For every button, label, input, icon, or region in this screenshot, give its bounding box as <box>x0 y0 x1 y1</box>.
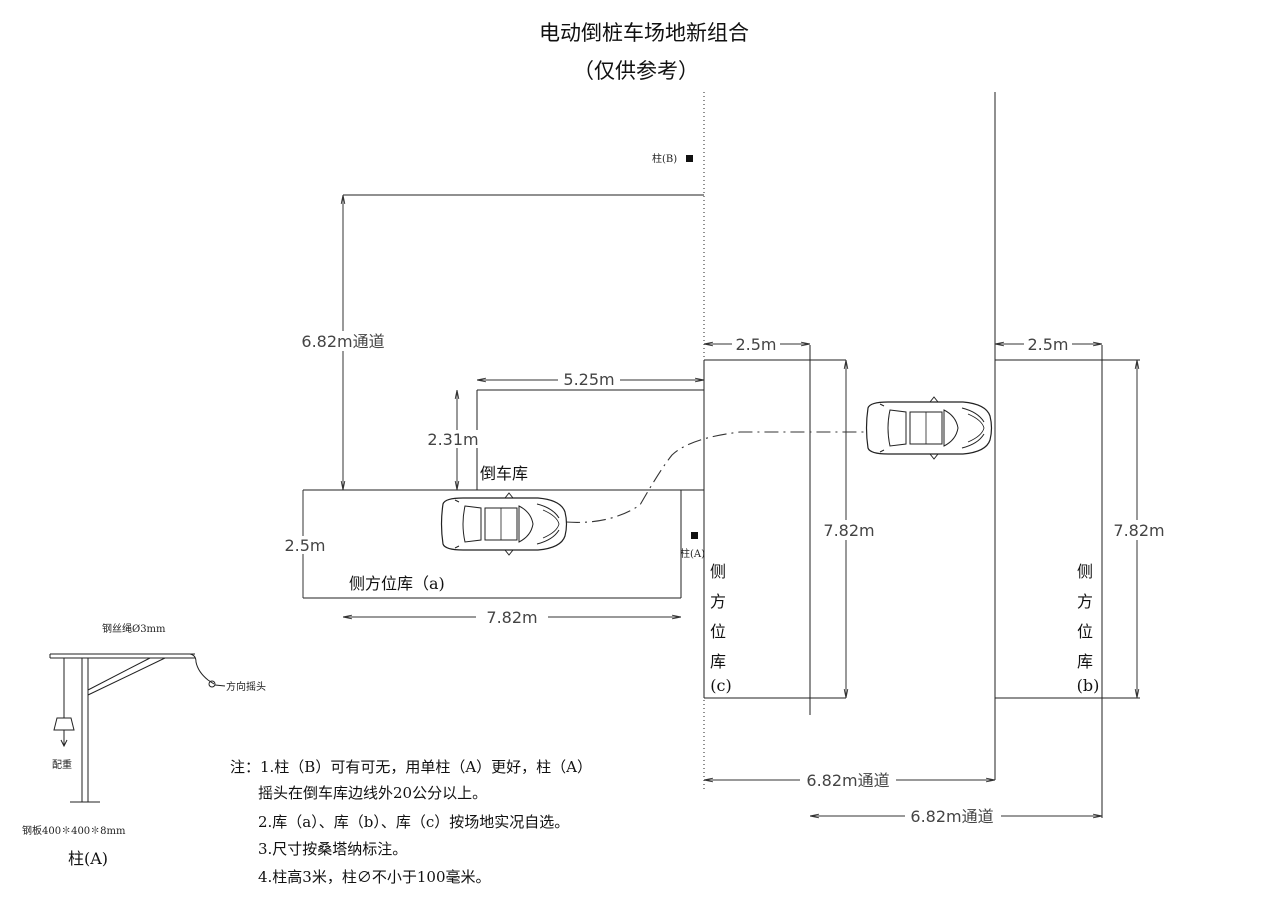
reverse-depth-dim: 2.31m <box>427 430 478 449</box>
note-line-1: 注：1.柱（B）可有可无，用单柱（A）更好，柱（A） <box>230 758 592 776</box>
channel-left-dim: 6.82m通道 <box>301 332 384 351</box>
pillar-b-label: 柱(B) <box>652 152 677 165</box>
note-line-4: 3.尺寸按桑塔纳标注。 <box>258 840 407 858</box>
side-garage-c-char-1: 侧 <box>710 562 726 581</box>
side-garage-b-char-3: 位 <box>1077 622 1093 641</box>
reverse-length-dim: 5.25m <box>563 370 614 389</box>
side-garage-b-char-4: 库 <box>1077 652 1093 671</box>
width-b-dim: 2.5m <box>1027 335 1068 354</box>
note-line-2: 摇头在倒车库边线外20公分以上。 <box>258 784 487 802</box>
side-garage-b: 2.5m 7.82m 侧 方 位 库 (b) <box>995 335 1170 818</box>
channel-bottom1-dim: 6.82m通道 <box>806 771 889 790</box>
left-channel: 6.82m通道 <box>298 194 704 490</box>
diagram-subtitle: （仅供参考） <box>573 59 699 83</box>
notes-block: 注：1.柱（B）可有可无，用单柱（A）更好，柱（A） 摇头在倒车库边线外20公分… <box>230 758 592 886</box>
side-garage-c-char-4: 库 <box>710 652 726 671</box>
wire-label: 钢丝绳Ø3mm <box>102 622 166 635</box>
side-garage-a-label: 侧方位库（a) <box>349 574 445 593</box>
pillar-a: 柱(A) <box>680 532 705 560</box>
diagram-title: 电动倒桩车场地新组合 <box>539 21 749 45</box>
reverse-garage: 5.25m 2.31m 倒车库 <box>427 370 704 490</box>
side-garage-a: 7.82m 2.5m 侧方位库（a) <box>282 489 704 627</box>
side-garage-c-char-2: 方 <box>710 592 726 611</box>
garage-a-length-dim: 7.82m <box>486 608 537 627</box>
note-line-3: 2.库（a）、库（b）、库（c）按场地实况自选。 <box>258 813 569 831</box>
car-left <box>440 492 568 556</box>
side-garage-c: 2.5m 7.82m 侧 方 位 库 (c) <box>703 335 880 715</box>
bottom-channels: 6.82m通道 6.82m通道 <box>704 770 1102 826</box>
pillar-b: 柱(B) <box>652 152 693 165</box>
side-garage-b-char-5: (b) <box>1077 676 1100 695</box>
garage-a-width-dim: 2.5m <box>284 536 325 555</box>
side-garage-c-char-5: (c) <box>710 676 731 695</box>
car-right <box>865 396 993 460</box>
note-line-5: 4.柱高3米，柱∅不小于100毫米。 <box>258 868 491 886</box>
garage-b-length-dim: 7.82m <box>1113 521 1164 540</box>
width-c-dim: 2.5m <box>735 335 776 354</box>
side-garage-c-char-3: 位 <box>710 622 726 641</box>
plate-label: 钢板400✽400✽8mm <box>22 824 126 837</box>
garage-c-length-dim: 7.82m <box>823 521 874 540</box>
counterweight-label: 配重 <box>52 758 72 771</box>
pillar-a-label: 柱(A) <box>680 547 705 560</box>
driving-path <box>565 431 866 523</box>
pillar-detail: 钢丝绳Ø3mm 方向摇头 配重 钢板400✽400✽8mm 柱(A) <box>22 622 266 868</box>
reverse-garage-label: 倒车库 <box>480 464 528 483</box>
pillar-a-marker <box>691 532 698 539</box>
rocker-label: 方向摇头 <box>226 680 266 693</box>
pillar-detail-caption: 柱(A) <box>68 849 108 868</box>
side-garage-b-char-2: 方 <box>1077 592 1093 611</box>
pillar-b-marker <box>686 155 693 162</box>
channel-bottom2-dim: 6.82m通道 <box>910 807 993 826</box>
side-garage-b-char-1: 侧 <box>1077 562 1093 581</box>
